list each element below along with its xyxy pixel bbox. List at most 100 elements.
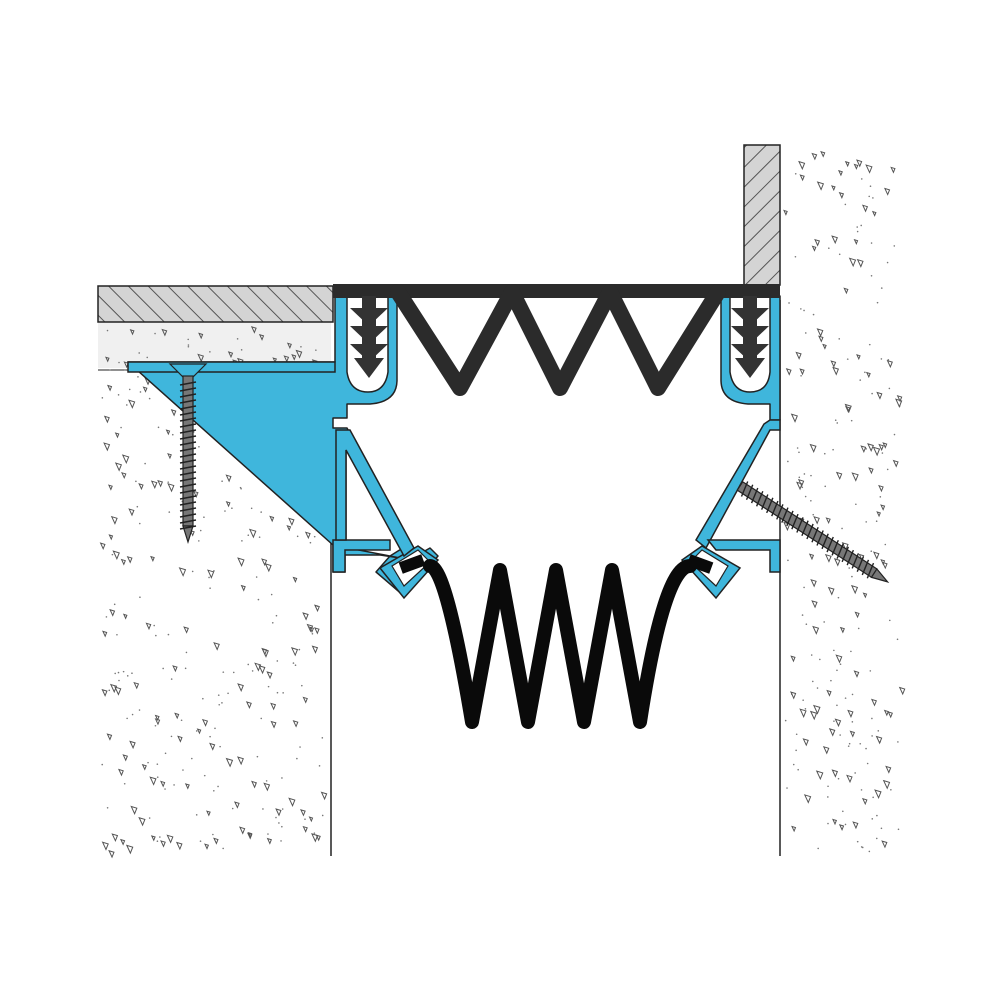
- aggregate-dot: [796, 447, 799, 449]
- aggregate-speck: [114, 432, 120, 439]
- aggregate-speck: [856, 159, 863, 168]
- aggregate-dot: [168, 511, 171, 513]
- aggregate-speck: [791, 825, 797, 833]
- right-substrate: [779, 145, 906, 856]
- aggregate-speck: [862, 592, 868, 599]
- aggregate-speck: [247, 832, 253, 840]
- aggregate-dot: [896, 638, 899, 641]
- aggregate-dot: [217, 694, 220, 696]
- aggregate-dot: [271, 622, 274, 624]
- aggregate-speck: [266, 837, 272, 845]
- aggregate-dot: [153, 624, 155, 627]
- screw-thread: [179, 477, 197, 482]
- aggregate-dot: [208, 576, 210, 579]
- aggregate-dot: [804, 495, 807, 498]
- aggregate-dot: [219, 745, 221, 748]
- aggregate-dot: [828, 247, 830, 250]
- aggregate-dot: [260, 511, 262, 513]
- screw-thread: [776, 504, 784, 520]
- aggregate-speck: [206, 810, 211, 817]
- aggregate-dot: [794, 172, 797, 175]
- aggregate-dot: [859, 379, 862, 381]
- aggregate-dot: [296, 757, 298, 760]
- aggregate-speck: [809, 443, 817, 454]
- aggregate-speck: [890, 166, 896, 174]
- aggregate-speck: [237, 756, 244, 766]
- aggregate-speck: [166, 834, 174, 844]
- aggregate-speck: [154, 718, 161, 726]
- aggregate-dot: [167, 481, 170, 483]
- aggregate-dot: [886, 261, 889, 264]
- aggregate-dot: [893, 245, 896, 247]
- aggregate-dot: [136, 505, 139, 508]
- aggregate-dot: [811, 680, 814, 683]
- aggregate-dot: [854, 772, 856, 774]
- aggregate-dot: [311, 632, 314, 635]
- aggregate-speck: [251, 780, 258, 789]
- aggregate-dot: [800, 308, 802, 310]
- aggregate-dot: [187, 338, 189, 341]
- aggregate-speck: [839, 626, 845, 634]
- aggregate-dot: [304, 818, 306, 820]
- aggregate-speck: [141, 763, 147, 771]
- aggregate-dot: [804, 332, 807, 334]
- aggregate-speck: [129, 740, 136, 750]
- aggregate-speck: [288, 517, 295, 527]
- aggregate-dot: [897, 741, 899, 743]
- aggregate-dot: [844, 697, 847, 699]
- aggregate-speck: [183, 626, 189, 634]
- aggregate-dot: [198, 540, 200, 542]
- aggregate-speck: [790, 413, 798, 423]
- aggregate-dot: [282, 692, 284, 694]
- aggregate-speck: [783, 521, 791, 532]
- aggregate-speck: [831, 769, 839, 778]
- aggregate-dot: [877, 730, 880, 732]
- aggregate-speck: [314, 604, 320, 613]
- aggregate-dot: [784, 719, 787, 722]
- aggregate-speck: [861, 204, 869, 213]
- aggregate-dot: [839, 734, 841, 736]
- aggregate-dot: [827, 796, 829, 798]
- aggregate-speck: [816, 328, 824, 338]
- aggregate-speck: [292, 576, 298, 583]
- aggregate-speck: [240, 584, 246, 592]
- aggregate-speck: [835, 471, 843, 481]
- aggregate-dot: [139, 596, 141, 598]
- aggregate-speck: [109, 608, 116, 617]
- aggregate-dot: [144, 462, 146, 465]
- aggregate-dot: [812, 513, 815, 516]
- aggregate-speck: [204, 843, 210, 850]
- aggregate-dot: [281, 825, 283, 828]
- aggregate-speck: [291, 354, 297, 361]
- aggregate-dot: [214, 727, 216, 730]
- aggregate-speck: [157, 479, 164, 488]
- screw-thread: [179, 381, 197, 386]
- screw-thread: [841, 546, 849, 563]
- aggregate-speck: [845, 405, 851, 413]
- aggregate-dot: [860, 178, 863, 180]
- screw-thread: [179, 525, 197, 530]
- screw-thread: [786, 510, 794, 527]
- aggregate-dot: [135, 480, 137, 483]
- aggregate-dot: [156, 763, 159, 765]
- aggregate-dot: [846, 358, 849, 360]
- aggregate-dot: [231, 807, 234, 810]
- aggregate-dot: [887, 358, 890, 361]
- aggregate-speck: [167, 483, 175, 493]
- aggregate-dot: [280, 840, 282, 842]
- screw-thread: [806, 523, 814, 540]
- aggregate-speck: [138, 483, 144, 491]
- aggregate-speck: [308, 816, 314, 823]
- aggregate-speck: [128, 399, 136, 409]
- aggregate-speck: [138, 816, 146, 827]
- aggregate-speck: [847, 709, 854, 718]
- aggregate-speck: [184, 783, 190, 790]
- aggregate-dot: [788, 302, 790, 304]
- aggregate-dot: [260, 717, 263, 720]
- aggregate-speck: [822, 343, 827, 350]
- screw-thread: [179, 405, 197, 410]
- aggregate-dot: [276, 660, 279, 662]
- aggregate-dot: [865, 747, 867, 750]
- aggregate-speck: [878, 443, 884, 452]
- aggregate-dot: [870, 550, 873, 553]
